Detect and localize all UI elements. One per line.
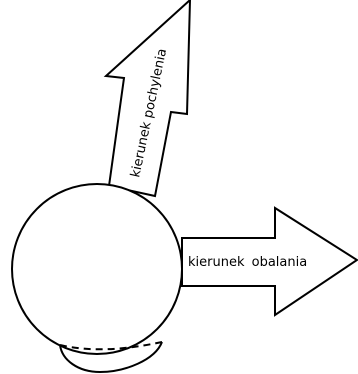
overturn-direction-arrow	[181, 206, 358, 317]
main-circle	[11, 183, 183, 355]
overturn-direction-label: kierunek obalania	[188, 255, 307, 270]
bulge-outline	[59, 341, 163, 374]
tilt-direction-arrow	[103, 0, 192, 198]
hidden-contour-dashed	[59, 341, 163, 351]
